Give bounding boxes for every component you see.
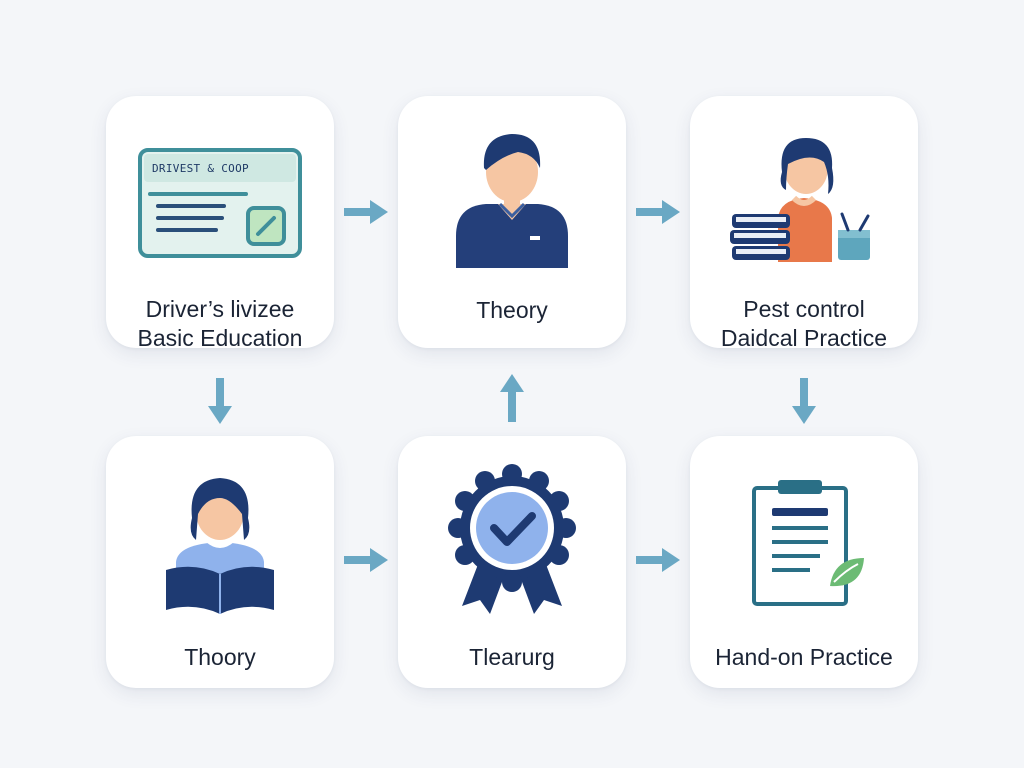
arrow-right-icon — [344, 200, 388, 224]
step-label-line1: Thoory — [184, 644, 256, 670]
step-card-drivers-license: DRIVEST & COOP Driver’s livizee Basic Ed… — [106, 96, 334, 351]
certification-badge-icon — [448, 464, 576, 614]
arrow-right-icon — [344, 548, 388, 572]
license-card-text: DRIVEST & COOP — [152, 162, 249, 175]
step-label-line1: Pest control — [743, 296, 865, 322]
arrow-down-icon — [792, 378, 816, 424]
step-label-line1: Driver’s livizee — [145, 296, 295, 322]
checklist-clipboard-icon — [752, 480, 864, 606]
license-card-icon: DRIVEST & COOP — [138, 148, 302, 258]
step-label-line2: Basic Education — [137, 325, 303, 351]
step-label-line1: Theory — [476, 297, 548, 323]
instructor-icon — [456, 134, 568, 268]
arrow-down-icon — [208, 378, 232, 424]
arrow-right-icon — [636, 200, 680, 224]
student-with-books-icon — [730, 138, 870, 262]
step-card-certification: Tlearurg — [398, 436, 626, 688]
step-label-line1: Tlearurg — [469, 644, 555, 670]
step-card-reading: Thoory — [106, 436, 334, 688]
arrow-up-icon — [500, 374, 524, 422]
step-card-theory: Theory — [398, 96, 626, 348]
step-card-practice: Pest control Daidcal Practice — [690, 96, 918, 351]
reader-icon — [166, 478, 274, 614]
step-card-hands-on: Hand-on Practice — [690, 436, 918, 688]
step-label-line1: Hand-on Practice — [715, 644, 893, 670]
step-label-line2: Daidcal Practice — [720, 325, 888, 351]
arrow-right-icon — [636, 548, 680, 572]
